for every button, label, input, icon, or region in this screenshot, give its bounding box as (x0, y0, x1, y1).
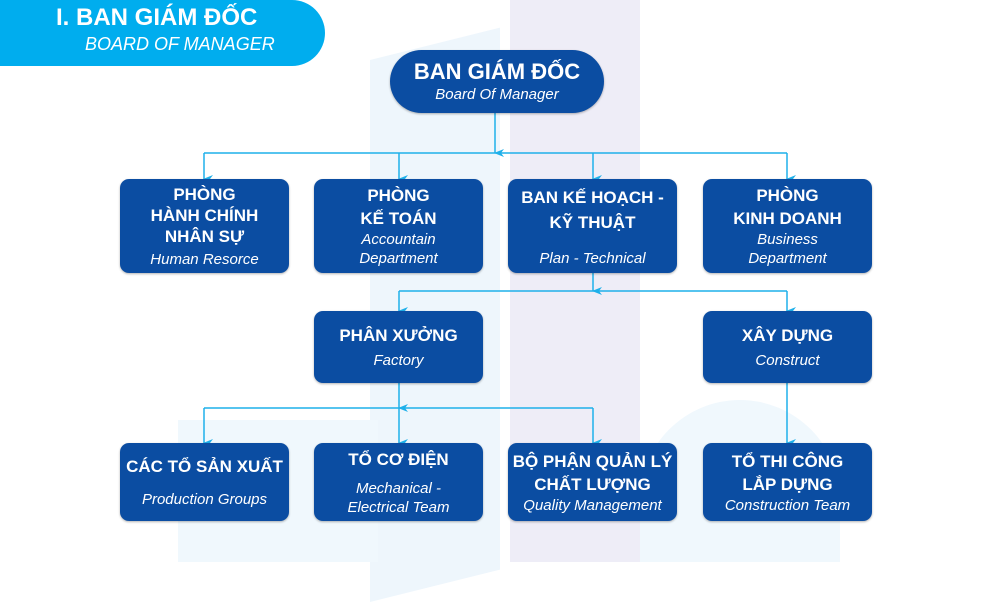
node-subtitle: Quality Management (523, 496, 662, 514)
node-subtitle: Accountain Department (359, 231, 438, 267)
node-subtitle: Mechanical - Electrical Team (347, 479, 450, 516)
node-title: BAN GIÁM ĐỐC (413, 59, 581, 84)
section-subtitle: BOARD OF MANAGER (85, 34, 275, 54)
node-subtitle: Production Groups (141, 491, 268, 508)
node-title: TỔ CƠ ĐIỆN (348, 449, 449, 469)
node-subtitle: Construct (755, 352, 820, 369)
node-title: TỔ THI CÔNG LẮP DỰNG (731, 451, 844, 494)
node-title: BAN KẾ HOẠCH - KỸ THUẬT (521, 187, 664, 232)
connectors (203, 113, 796, 447)
node-title: PHÂN XƯỞNG (339, 326, 458, 345)
node-board-of-manager: BAN GIÁM ĐỐC Board Of Manager (390, 50, 604, 113)
node-subtitle: Board Of Manager (435, 86, 559, 103)
node-subtitle: Construction Team (724, 496, 851, 514)
node-human-resource: PHÒNG HÀNH CHÍNH NHÂN SỰ Human Resorce (120, 179, 289, 273)
node-title: PHÒNG KẾ TOÁN (360, 186, 437, 228)
node-accounting: PHÒNG KẾ TOÁN Accountain Department (314, 179, 483, 273)
node-construct: XÂY DỰNG Construct (703, 311, 872, 383)
section-title: I. BAN GIÁM ĐỐC (56, 4, 258, 31)
node-subtitle: Factory (373, 352, 424, 369)
node-title: XÂY DỰNG (741, 326, 834, 345)
node-construction-team: TỔ THI CÔNG LẮP DỰNG Construction Team (703, 443, 872, 521)
node-subtitle: Plan - Technical (539, 249, 646, 267)
node-subtitle: Business Department (748, 231, 827, 267)
node-title: BỘ PHẬN QUẢN LÝ CHẤT LƯỢNG (512, 451, 673, 494)
node-title: PHÒNG KINH DOANH (733, 186, 842, 228)
node-business: PHÒNG KINH DOANH Business Department (703, 179, 872, 273)
node-subtitle: Human Resorce (150, 250, 259, 268)
section-header: I. BAN GIÁM ĐỐC BOARD OF MANAGER (0, 0, 325, 66)
node-quality-management: BỘ PHẬN QUẢN LÝ CHẤT LƯỢNG Quality Manag… (508, 443, 677, 521)
node-title: PHÒNG HÀNH CHÍNH NHÂN SỰ (150, 184, 259, 246)
node-production-groups: CÁC TỔ SẢN XUẤT Production Groups (120, 443, 289, 521)
node-mechanical-electrical: TỔ CƠ ĐIỆN Mechanical - Electrical Team (314, 443, 483, 521)
node-factory: PHÂN XƯỞNG Factory (314, 311, 483, 383)
node-title: CÁC TỔ SẢN XUẤT (126, 457, 283, 476)
node-plan-technical: BAN KẾ HOẠCH - KỸ THUẬT Plan - Technical (508, 179, 677, 273)
